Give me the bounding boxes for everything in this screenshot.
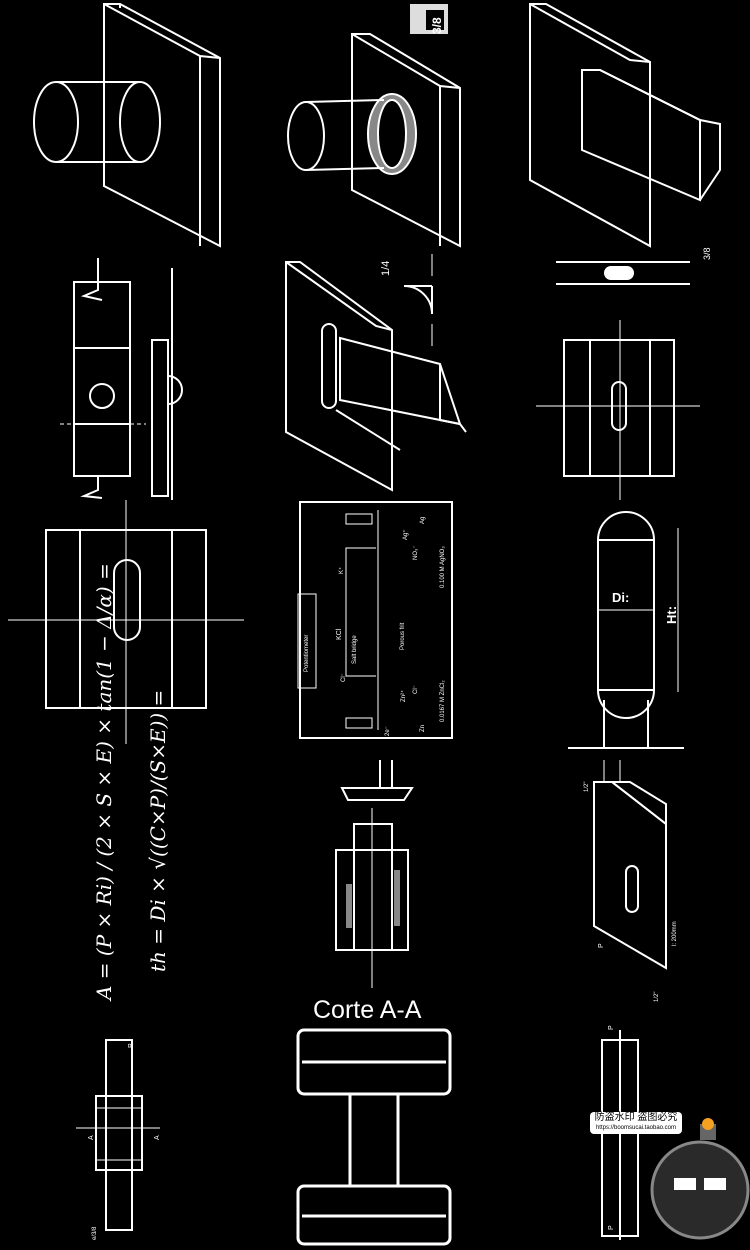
- kcl-label: KCl: [336, 628, 343, 640]
- no3-label: NO₃⁻: [413, 545, 419, 560]
- top-fraction-label: 3/8: [430, 17, 444, 34]
- slot-weld-drawing: [285, 261, 467, 492]
- salt-bridge-label: Salt bridge: [352, 635, 358, 664]
- ht-label: Ht:: [664, 605, 679, 624]
- fillet-detail-drawing: [403, 254, 433, 346]
- i-beam-section-drawing: [296, 1028, 452, 1246]
- zn-label: Zn: [420, 724, 426, 732]
- zncl2-label: 0.0167 M ZnCl₂: [440, 680, 446, 722]
- p-label-1: P: [128, 1043, 135, 1048]
- plug-weld-3d-drawing: [593, 760, 667, 970]
- half-inch-label-bottom: 1/2": [654, 991, 660, 1002]
- zn2-label: Zn²⁺: [401, 689, 407, 702]
- k-plus-label: K⁺: [339, 566, 345, 574]
- p-label-4: P: [598, 943, 605, 948]
- hole-plate-drawing: [60, 258, 183, 500]
- large-slot-plate-drawing: [8, 500, 244, 744]
- l200-label: l: 200mm: [672, 921, 678, 946]
- ag-top-label: Ag: [420, 516, 426, 524]
- electrochemical-cell-drawing: [297, 501, 453, 739]
- double-strap-drawing: [76, 1039, 160, 1231]
- corte-section-title: Corte A-A: [313, 996, 422, 1024]
- thickness-formula: th = Di × √((C×P)/(S×E)) =: [146, 689, 170, 972]
- watermark-badge: 防盗水印 盗图必究 https://boomsucai.taobao.com: [590, 1112, 682, 1134]
- a-dim-label: e/3/8: [92, 1226, 98, 1240]
- angle-plate-drawing: [529, 3, 721, 248]
- half-inch-label-top: 1/2": [584, 781, 590, 792]
- cl-minus-label-2: Cl⁻: [413, 685, 419, 694]
- watermark-line-2: https://boomsucai.taobao.com: [595, 1125, 677, 1131]
- cylinder-plate-drawing: [33, 3, 221, 248]
- p-label-2: P: [608, 1025, 615, 1030]
- welded-cylinder-drawing: [287, 4, 461, 248]
- di-label: Di:: [612, 590, 630, 605]
- agno3-label: 0.100 M AgNO₃: [440, 546, 446, 588]
- cl-minus-label-1: Cl⁻: [341, 673, 347, 682]
- bomb-mascot-icon: [650, 1118, 750, 1240]
- strap-plate-drawing: [601, 1030, 639, 1240]
- p-label-3: P: [608, 1225, 615, 1230]
- fillet-size-label: 1/4: [380, 260, 392, 276]
- pressure-vessel-drawing: [568, 511, 684, 749]
- a-label-2: A: [154, 1135, 161, 1140]
- ag-plus-label: Ag⁺: [403, 529, 409, 540]
- porous-frit-label: Porous frit: [400, 622, 406, 650]
- watermark-line-1: 防盗水印 盗图必究: [594, 1112, 678, 1123]
- lap-joint-drawing: [335, 760, 414, 988]
- area-formula: A = (P × Ri) / (2 × S × E) × tan(1 − Δ/α…: [92, 563, 116, 1000]
- a-label-1: A: [88, 1135, 95, 1140]
- potentiometer-label: Potentiometer: [304, 634, 310, 672]
- two-e-label: 2e⁻: [385, 726, 391, 736]
- slot-plate-top-drawing: [536, 261, 700, 500]
- right-weld-size-label: 3/8: [702, 247, 712, 260]
